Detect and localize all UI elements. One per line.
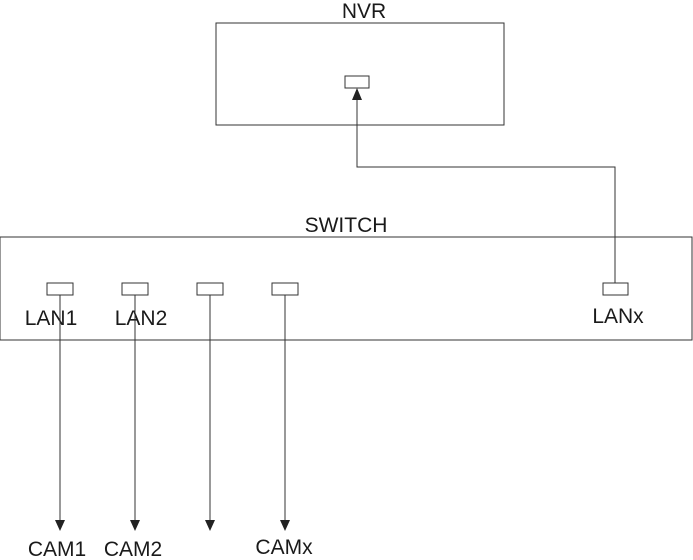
nvr-box [215, 22, 505, 126]
switch-box [0, 236, 693, 341]
uplink-arrowhead [352, 88, 362, 100]
port-label-lan1: LAN1 [25, 307, 78, 330]
switch-port-3 [196, 282, 224, 296]
camera-arrowhead-3 [205, 520, 215, 531]
nvr-title: NVR [342, 0, 386, 23]
switch-port-lanx [602, 282, 629, 296]
switch-port-lan1 [46, 282, 74, 296]
port-label-lan2: LAN2 [115, 307, 168, 330]
uplink-wire [356, 96, 616, 283]
camera-arrowhead-4 [280, 520, 290, 531]
camera-arrowhead-2 [130, 520, 140, 531]
camera-label-cam1: CAM1 [28, 538, 86, 560]
switch-port-lan2 [121, 282, 149, 296]
camera-arrowhead-1 [55, 520, 65, 531]
switch-title: SWITCH [305, 214, 388, 237]
switch-port-4 [271, 282, 299, 296]
camera-label-cam2: CAM2 [104, 538, 162, 560]
nvr-port [344, 75, 370, 89]
port-label-lanx: LANx [592, 305, 644, 328]
camera-label-camx: CAMx [255, 536, 313, 559]
